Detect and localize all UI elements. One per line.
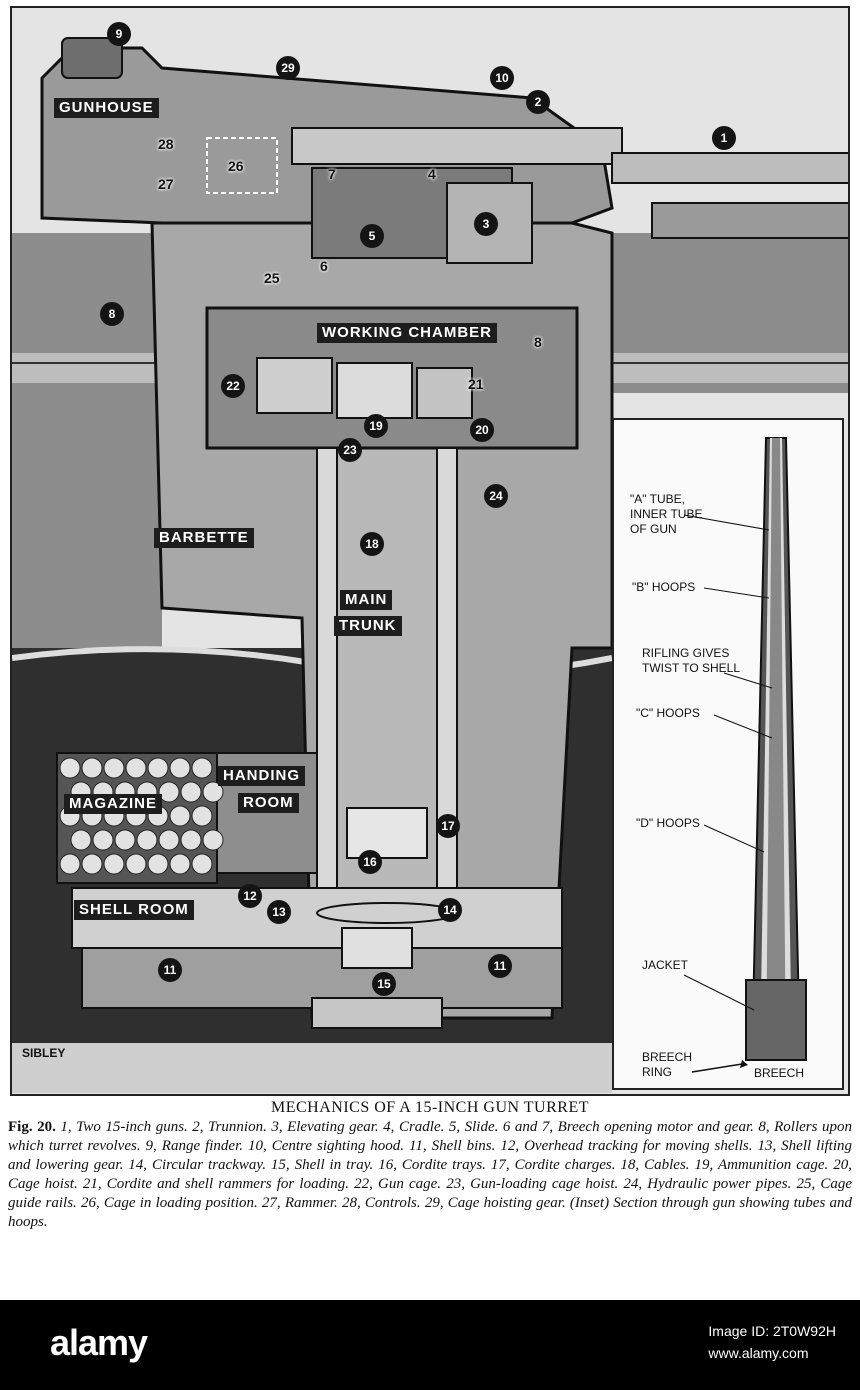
- room-label: ROOM: [238, 793, 299, 813]
- gun-section-inset: "A" TUBE, INNER TUBE OF GUN "B" HOOPS RI…: [612, 418, 844, 1090]
- caption-body: Fig. 20. 1, Two 15-inch guns. 2, Trunnio…: [8, 1118, 852, 1232]
- a-tube-label: "A" TUBE, INNER TUBE OF GUN: [630, 492, 703, 536]
- cordite-drum: [70, 829, 92, 851]
- gun-section-drawing: [683, 437, 807, 1073]
- callout-25: 25: [264, 270, 280, 286]
- cordite-drum: [180, 829, 202, 851]
- d-hoops-label: "D" HOOPS: [636, 816, 700, 830]
- turret-diagram: GUNHOUSE WORKING CHAMBER BARBETTE MAIN T…: [10, 6, 850, 1096]
- callout-9: 9: [107, 22, 131, 46]
- breech-label: BREECH: [754, 1066, 805, 1080]
- cordite-drum: [114, 829, 136, 851]
- callout-22: 22: [221, 374, 245, 398]
- gunhouse-label: GUNHOUSE: [54, 98, 159, 118]
- cordite-drum: [125, 757, 147, 779]
- callout-23: 23: [338, 438, 362, 462]
- callout-12: 12: [238, 884, 262, 908]
- callout-13: 13: [267, 900, 291, 924]
- cordite-drum: [191, 853, 213, 875]
- c-hoops-label: "C" HOOPS: [636, 706, 700, 720]
- cordite-drum: [158, 829, 180, 851]
- callout-3: 3: [474, 212, 498, 236]
- callout-14: 14: [438, 898, 462, 922]
- cordite-drum: [125, 853, 147, 875]
- stock-footer: alamy Image ID: 2T0W92H www.alamy.com: [0, 1300, 860, 1390]
- cordite-drum: [169, 853, 191, 875]
- cordite-drum: [59, 757, 81, 779]
- callout-15: 15: [372, 972, 396, 996]
- callout-24: 24: [484, 484, 508, 508]
- callout-10: 10: [490, 66, 514, 90]
- callout-8-left: 8: [100, 302, 124, 326]
- cordite-drum: [158, 781, 180, 803]
- callout-11-right: 11: [488, 954, 512, 978]
- stock-info: Image ID: 2T0W92H www.alamy.com: [708, 1320, 836, 1364]
- callout-28: 28: [158, 136, 174, 152]
- cordite-drum: [169, 805, 191, 827]
- callout-26: 26: [228, 158, 244, 174]
- artist-signature: SIBLEY: [22, 1046, 66, 1060]
- callout-21: 21: [468, 376, 484, 392]
- cordite-drum: [180, 781, 202, 803]
- cordite-drum: [103, 757, 125, 779]
- shell-room-label: SHELL ROOM: [74, 900, 194, 920]
- rifling-label: RIFLING GIVES TWIST TO SHELL: [642, 646, 741, 675]
- callout-1: 1: [712, 126, 736, 150]
- cordite-drum: [191, 805, 213, 827]
- cordite-drum: [191, 757, 213, 779]
- main-label: MAIN: [340, 590, 393, 610]
- handing-label: HANDING: [218, 766, 305, 786]
- working-chamber-label: WORKING CHAMBER: [317, 323, 497, 343]
- callout-5: 5: [360, 224, 384, 248]
- cordite-drum: [59, 853, 81, 875]
- cordite-drum: [81, 757, 103, 779]
- caption-figure-number: Fig. 20.: [8, 1119, 56, 1135]
- callout-4: 4: [428, 166, 436, 182]
- cordite-drum: [147, 757, 169, 779]
- callout-18: 18: [360, 532, 384, 556]
- callout-6: 6: [320, 258, 328, 274]
- cordite-drum: [202, 829, 224, 851]
- callout-11-left: 11: [158, 958, 182, 982]
- callout-16: 16: [358, 850, 382, 874]
- caption-text: 1, Two 15-inch guns. 2, Trunnion. 3, Ele…: [8, 1119, 852, 1230]
- callout-19: 19: [364, 414, 388, 438]
- b-hoops-label: "B" HOOPS: [632, 580, 696, 594]
- callout-20: 20: [470, 418, 494, 442]
- callout-27: 27: [158, 176, 174, 192]
- cordite-drum: [147, 853, 169, 875]
- breech-ring-label: BREECH RING: [642, 1050, 693, 1079]
- stock-image-id: Image ID: 2T0W92H: [708, 1323, 836, 1339]
- barbette-label: BARBETTE: [154, 528, 254, 548]
- jacket-label: JACKET: [642, 958, 689, 972]
- turret-cutaway-drawing: [12, 8, 848, 1094]
- trunk-label: TRUNK: [334, 616, 402, 636]
- callout-8-right: 8: [534, 334, 542, 350]
- callout-2: 2: [526, 90, 550, 114]
- cordite-drum: [169, 757, 191, 779]
- caption-title: MECHANICS OF A 15-INCH GUN TURRET: [270, 1099, 589, 1116]
- callout-29: 29: [276, 56, 300, 80]
- cordite-drum: [136, 829, 158, 851]
- cordite-drum: [103, 853, 125, 875]
- cordite-drum: [202, 781, 224, 803]
- cordite-drum: [92, 829, 114, 851]
- cordite-drum: [81, 853, 103, 875]
- callout-7: 7: [328, 166, 336, 182]
- stock-url: www.alamy.com: [708, 1345, 809, 1361]
- magazine-label: MAGAZINE: [64, 794, 162, 814]
- stock-logo: alamy: [50, 1322, 148, 1363]
- figure-caption: MECHANICS OF A 15-INCH GUN TURRET Fig. 2…: [8, 1098, 852, 1232]
- callout-17: 17: [436, 814, 460, 838]
